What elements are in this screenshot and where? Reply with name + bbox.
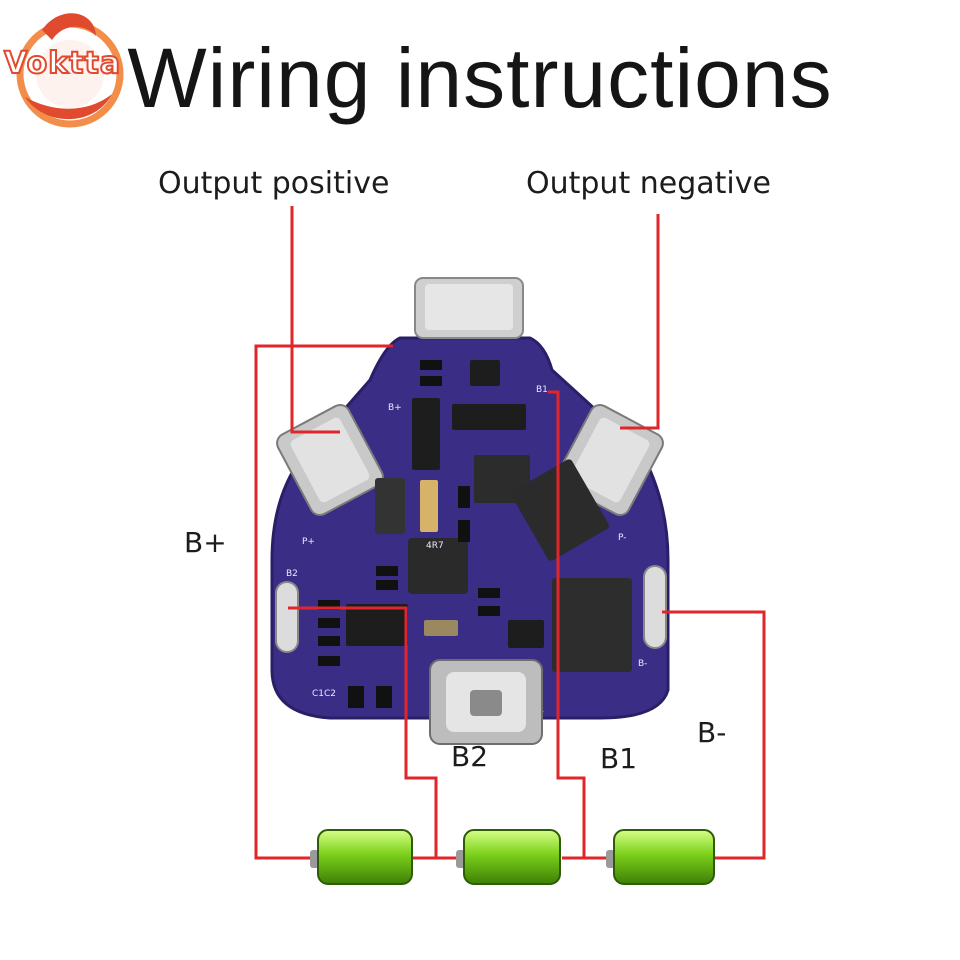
battery-icon — [606, 829, 715, 885]
svg-text:B1: B1 — [536, 385, 548, 395]
smd-resistors — [318, 360, 500, 708]
nickel-tab-icon — [276, 404, 384, 516]
voktta-logo: Voktta — [0, 2, 170, 132]
svg-text:B-: B- — [638, 659, 647, 669]
pad-b2 — [275, 581, 299, 653]
label-b2: B2 — [451, 740, 489, 773]
wire-b2 — [288, 606, 438, 858]
nickel-tab-icon — [414, 277, 524, 339]
wire-output-positive — [290, 206, 340, 434]
wires — [254, 206, 766, 860]
page-title: Wiring instructions — [127, 31, 833, 125]
label-b-plus: B+ — [184, 526, 227, 559]
logo-mark-icon — [16, 13, 124, 128]
wire-b1 — [548, 390, 586, 858]
label-output-positive: Output positive — [158, 166, 390, 201]
battery-icon — [456, 829, 561, 885]
wire-b-plus — [254, 344, 393, 860]
usb-c-port-icon — [429, 659, 543, 745]
label-output-negative: Output negative — [526, 166, 771, 201]
label-b-minus: B- — [697, 716, 727, 749]
wire-output-negative — [620, 214, 660, 430]
battery-icon — [310, 829, 413, 885]
svg-text:C1C2: C1C2 — [312, 689, 336, 699]
svg-text:B+: B+ — [388, 403, 402, 413]
svg-text:P+: P+ — [302, 537, 315, 547]
svg-text:B2: B2 — [286, 569, 298, 579]
logo-text: Voktta — [3, 45, 122, 82]
svg-text:P-: P- — [618, 533, 626, 543]
pad-b-minus — [643, 565, 667, 649]
label-b1: B1 — [600, 742, 638, 775]
wire-b-minus — [662, 610, 766, 860]
svg-text:4R7: 4R7 — [426, 541, 444, 551]
pcb-components — [346, 360, 632, 672]
